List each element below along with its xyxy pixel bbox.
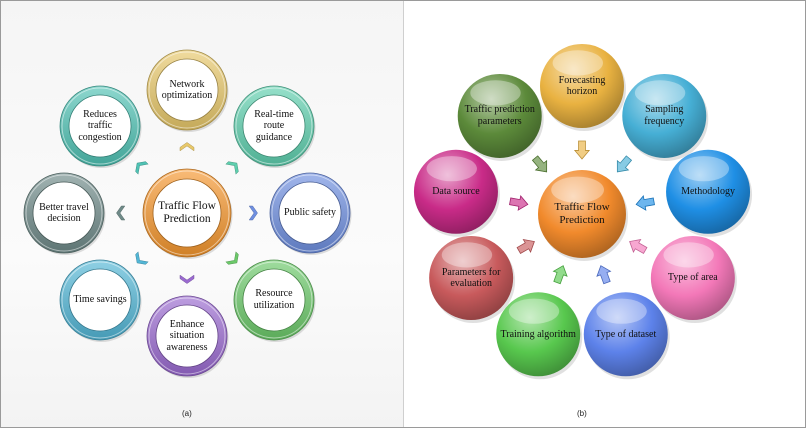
- panel-a-label-reduces-traffic-congestion: Reduces traffic congestion: [78, 108, 122, 143]
- panel-b-center-label: Traffic Flow Prediction: [554, 201, 610, 226]
- panel-b-arrow-methodology: [635, 194, 655, 211]
- panel-a-label-network-optimization: Network optimization: [161, 78, 213, 102]
- panel-b-svg: [413, 44, 753, 380]
- panel-a-label-public-safety: Public safety: [284, 207, 336, 219]
- panel-b-arrow-parameters-for-evaluation: [516, 238, 535, 255]
- panel-b-arrow-training-algorithm: [552, 265, 568, 285]
- panel-b-arrow-sampling-frequency: [616, 155, 633, 173]
- panel-b-node-parameters-for-evaluation: [429, 236, 516, 323]
- panel-b-node-sampling-frequency: [622, 73, 709, 161]
- panel-b-label-type-of-dataset: Type of dataset: [595, 328, 657, 340]
- panel-b-arrow-data-source: [509, 194, 529, 211]
- panel-b-label-data-source: Data source: [432, 186, 480, 198]
- panel-b-factors-diagram: (b) Traffic Flow Prediction Forecasting h…: [404, 1, 805, 427]
- panel-b-node-type-of-dataset: [583, 292, 670, 380]
- panel-b-node-traffic-prediction-parameters: [457, 73, 544, 161]
- panel-a-node-enhance-situation-awareness: [146, 295, 229, 378]
- panel-b-arrow-traffic-prediction-parameters: [531, 155, 548, 173]
- panel-b-label-training-algorithm: Training algorithm: [500, 328, 576, 340]
- panel-a-center-label: Traffic Flow Prediction: [158, 199, 216, 225]
- panel-a-chevron-network-optimization: [179, 142, 195, 152]
- panel-a-node-real-time-route-guidance: [233, 85, 316, 169]
- panel-b-caption: (b): [577, 409, 587, 418]
- panel-a-node-public-safety: [269, 172, 352, 255]
- panel-a-node-resource-utilization: [233, 259, 316, 342]
- panel-a-label-better-travel-decision: Better travel decision: [39, 201, 89, 225]
- panel-a-chevron-enhance-situation-awareness: [179, 274, 195, 284]
- panel-b-label-sampling-frequency: Sampling frequency: [644, 104, 685, 127]
- panel-b-arrow-forecasting-horizon: [573, 140, 591, 160]
- panel-a-chevron-public-safety: [248, 205, 258, 221]
- panel-a-node-reduces-traffic-congestion: [59, 85, 142, 169]
- panel-a-chevron-time-savings: [135, 251, 149, 265]
- panel-a-chevron-resource-utilization: [225, 251, 239, 265]
- panel-a-center-node: [142, 168, 233, 259]
- panel-a-chevron-better-travel-decision: [116, 205, 126, 221]
- panel-a-node-network-optimization: [146, 49, 229, 132]
- panel-a-caption: (a): [182, 409, 192, 418]
- panel-b-arrow-type-of-area: [629, 238, 648, 255]
- panel-a-chevron-real-time-route-guidance: [225, 161, 239, 175]
- panel-b-label-type-of-area: Type of area: [667, 272, 718, 284]
- panel-b-node-data-source: [413, 149, 500, 237]
- panel-a-benefits-diagram: (a) Traffic Flow Prediction Network optim…: [1, 1, 404, 427]
- panel-b-label-parameters-for-evaluation: Parameters for evaluation: [441, 266, 501, 290]
- panel-a-node-better-travel-decision: [23, 172, 106, 255]
- panel-a-chevron-reduces-traffic-congestion: [135, 161, 149, 175]
- panel-b-label-forecasting-horizon: Forecasting horizon: [558, 74, 606, 98]
- panel-b-node-training-algorithm: [496, 292, 583, 380]
- panel-b-center-node: [538, 170, 628, 261]
- panel-a-label-resource-utilization: Resource utilization: [253, 288, 295, 311]
- panel-a-label-time-savings: Time savings: [73, 294, 127, 306]
- panel-b-node-methodology: [666, 149, 753, 237]
- panel-b-label-methodology: Methodology: [681, 186, 735, 198]
- panel-b-arrow-type-of-dataset: [596, 265, 612, 285]
- panel-b-node-type-of-area: [650, 236, 737, 323]
- panel-a-label-real-time-route-guidance: Real-time route guidance: [254, 108, 294, 143]
- panel-b-node-forecasting-horizon: [540, 44, 626, 131]
- panel-b-label-traffic-prediction-parameters: Traffic prediction parameters: [464, 104, 535, 127]
- panel-a-label-enhance-situation-awareness: Enhance situation awareness: [166, 318, 208, 353]
- panel-a-svg: [23, 49, 352, 378]
- panel-a-node-time-savings: [59, 259, 142, 342]
